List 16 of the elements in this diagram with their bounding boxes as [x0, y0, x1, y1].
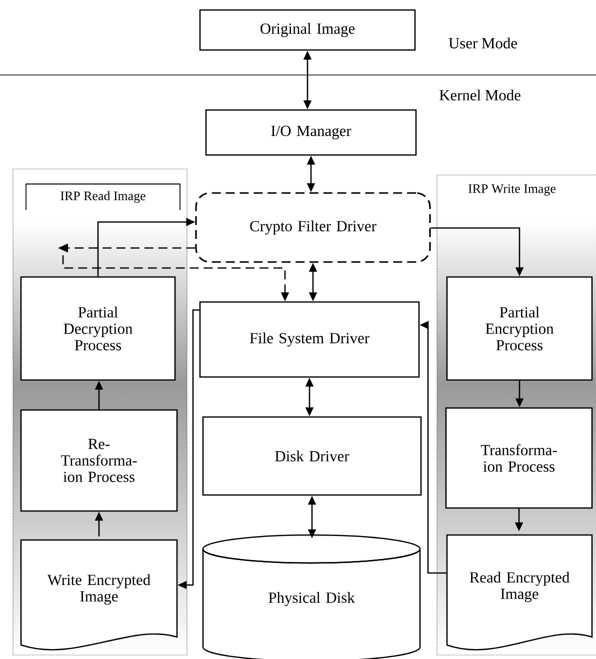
process-box: Re-Transforma-ion Process	[20, 409, 178, 512]
process-box: Disk Driver	[202, 416, 422, 496]
node-label: Write Encrypted Image	[47, 574, 150, 605]
process-box: Original Image	[199, 9, 416, 51]
mode-label: User Mode	[448, 38, 517, 48]
panel-heading: IRP Read Image	[26, 184, 180, 210]
process-box: Transforma-ion Process	[445, 407, 593, 509]
process-box: Partial Encryption Process	[446, 276, 593, 381]
disk-cylinder: Physical Disk	[202, 534, 421, 659]
mode-label: Kernel Mode	[439, 90, 520, 100]
process-box: I/O Manager	[205, 109, 417, 156]
panel-heading: IRP Write Image	[468, 184, 556, 196]
process-box: Partial Decryption Process	[20, 276, 176, 381]
process-box: File System Driver	[199, 301, 420, 378]
filter-box: Crypto Filter Driver	[195, 192, 431, 263]
node-label: Read Encrypted Image	[470, 572, 570, 602]
